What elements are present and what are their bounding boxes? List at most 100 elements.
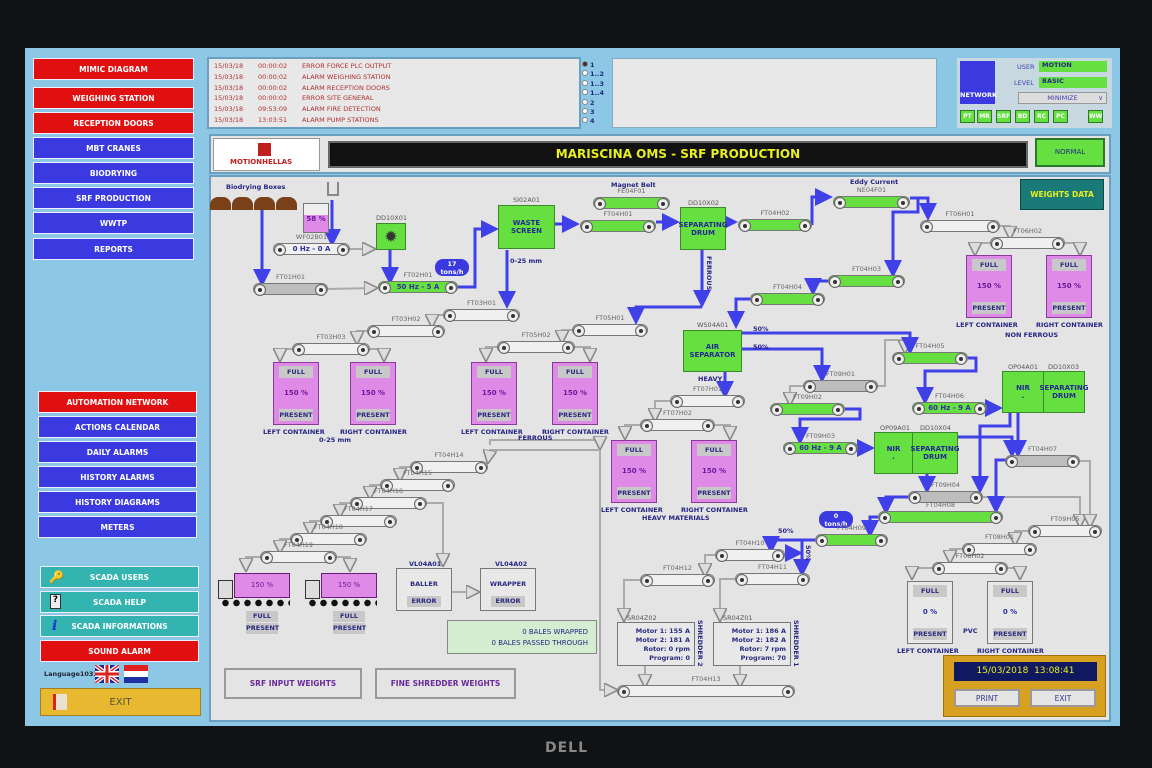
croatian-flag-icon[interactable]	[124, 665, 148, 683]
minimize-dropdown[interactable]: MINIMIZE∨	[1018, 92, 1107, 104]
plant-tab[interactable]: SRF	[996, 110, 1011, 123]
conveyor-ft04h14[interactable]: FT04H14	[410, 449, 488, 474]
conveyor-ft01h01[interactable]: FT01H01	[253, 271, 328, 296]
plant-tab[interactable]: PT	[960, 110, 975, 123]
conveyor-ft04h16[interactable]: FT04H16	[350, 485, 427, 510]
separating-drum[interactable]: SEPARATING DRUM	[911, 432, 960, 474]
plant-tab[interactable]: WW	[1088, 110, 1103, 123]
nav-wwtp[interactable]: WWTP	[33, 212, 194, 234]
conveyor-ft04h09[interactable]: FT04H09	[815, 522, 888, 547]
conveyor-ft04h04[interactable]: FT04H04	[750, 281, 825, 306]
scada-users-button[interactable]: 🔑SCADA USERS	[40, 566, 199, 588]
nav-mimic-diagram[interactable]: MIMIC DIAGRAM	[33, 58, 194, 80]
separating-drum[interactable]: SEPARATING DRUM	[1040, 371, 1089, 413]
separating-drum[interactable]: SEPARATING DRUM	[679, 207, 728, 250]
conveyor-ft05h01[interactable]: FT05H01	[572, 312, 648, 337]
conveyor-ft04h01[interactable]: FT04H01	[580, 208, 656, 233]
conveyor-ft04h13[interactable]: FT04H13	[617, 673, 795, 698]
air-separator[interactable]: AIR SEPARATOR	[683, 330, 742, 372]
conveyor-ft04h08[interactable]: FT04H08	[878, 499, 1003, 524]
nav-daily-alarms[interactable]: DAILY ALARMS	[38, 441, 197, 463]
conveyor-ft08h02[interactable]: FT08H02	[932, 550, 1008, 575]
conveyor-ft04h19[interactable]: FT04H19	[260, 539, 337, 564]
alarm-filter-radio[interactable]: 3	[582, 108, 608, 117]
conveyor-ft04h18[interactable]: FT04H18	[290, 521, 367, 546]
plant-tab[interactable]: BD	[1015, 110, 1030, 123]
conveyor-ft09h01[interactable]: FT09H01	[803, 368, 878, 393]
conveyor-ft04h15[interactable]: FT04H15	[380, 467, 455, 492]
conveyor-ft04h12[interactable]: FT04H12	[640, 562, 715, 587]
print-button[interactable]: PRINT	[954, 689, 1020, 707]
conveyor-ft06h02[interactable]: FT06H02	[990, 225, 1065, 250]
conveyor-ft07h01[interactable]: FT07H01	[670, 383, 745, 408]
nav-history-alarms[interactable]: HISTORY ALARMS	[38, 466, 197, 488]
weights-data-button[interactable]: WEIGHTS DATA	[1020, 179, 1104, 210]
conveyor-ft06h01[interactable]: FT06H01	[920, 208, 1000, 233]
sound-alarm-button[interactable]: SOUND ALARM	[40, 640, 199, 662]
truck-trailer[interactable]: 150 %	[218, 572, 291, 607]
waste-screen[interactable]: WASTE SCREEN	[498, 205, 555, 249]
conveyor-ft03h03[interactable]: FT03H03	[292, 331, 370, 356]
conveyor-ft08h01[interactable]: FT08H01	[962, 531, 1037, 556]
alarm-filter-radio[interactable]: 1..3	[582, 79, 608, 89]
scada-help-button[interactable]: ?SCADA HELP	[40, 591, 199, 613]
alarm-filter-radio[interactable]: 4	[582, 117, 608, 126]
conveyor-ft04h10[interactable]: FT04H10	[715, 537, 785, 562]
truck-trailer[interactable]: 150 %	[305, 572, 378, 607]
conveyor-ft05h02[interactable]: FT05H02	[497, 329, 575, 354]
plant-tab[interactable]: RC	[1034, 110, 1049, 123]
conveyor-ft09h05[interactable]: FT09H05	[1028, 513, 1102, 538]
conveyor-ft09h04[interactable]: FT09H04	[908, 479, 983, 504]
conveyor-ft04h02[interactable]: FT04H02	[738, 207, 812, 232]
alarm-filter-radio[interactable]: 1	[582, 61, 608, 70]
nir-sorter[interactable]: NIR.	[1002, 371, 1044, 413]
conveyor-ft04h03[interactable]: FT04H03	[828, 263, 905, 288]
nav-reception-doors[interactable]: RECEPTION DOORS	[33, 112, 194, 134]
nav-weighing-station[interactable]: WEIGHING STATION	[33, 87, 194, 109]
alarm-filter-radio[interactable]: 1..2	[582, 70, 608, 79]
nav-mbt-cranes[interactable]: MBT CRANES	[33, 137, 194, 159]
alarm-filter-radio[interactable]: 1..4	[582, 89, 608, 98]
nav-automation-network[interactable]: AUTOMATION NETWORK	[38, 391, 197, 413]
exit-button[interactable]: EXIT	[40, 688, 201, 716]
conveyor-ft04h17[interactable]: FT04H17	[320, 503, 397, 528]
nav-actions-calendar[interactable]: ACTIONS CALENDAR	[38, 416, 197, 438]
conveyor-ft09h02[interactable]: FT09H02	[770, 391, 845, 416]
shredder-dd10x01[interactable]: ✹	[376, 223, 406, 250]
nav-reports[interactable]: REPORTS	[33, 238, 194, 260]
conveyor-ft04h07[interactable]: FT04H07	[1005, 443, 1080, 468]
plant-tab[interactable]: MR	[977, 110, 992, 123]
uk-flag-icon[interactable]	[93, 663, 121, 685]
fine-shredder-weights-button[interactable]: FINE SHREDDER WEIGHTS	[375, 668, 516, 699]
alarm-filter-radio[interactable]: 2	[582, 98, 608, 108]
network-button[interactable]: NETWORK	[960, 61, 997, 104]
nav-meters[interactable]: METERS	[38, 516, 197, 538]
nir-sorter[interactable]: NIR.	[874, 432, 913, 474]
exit-button[interactable]: EXIT	[1030, 689, 1096, 707]
